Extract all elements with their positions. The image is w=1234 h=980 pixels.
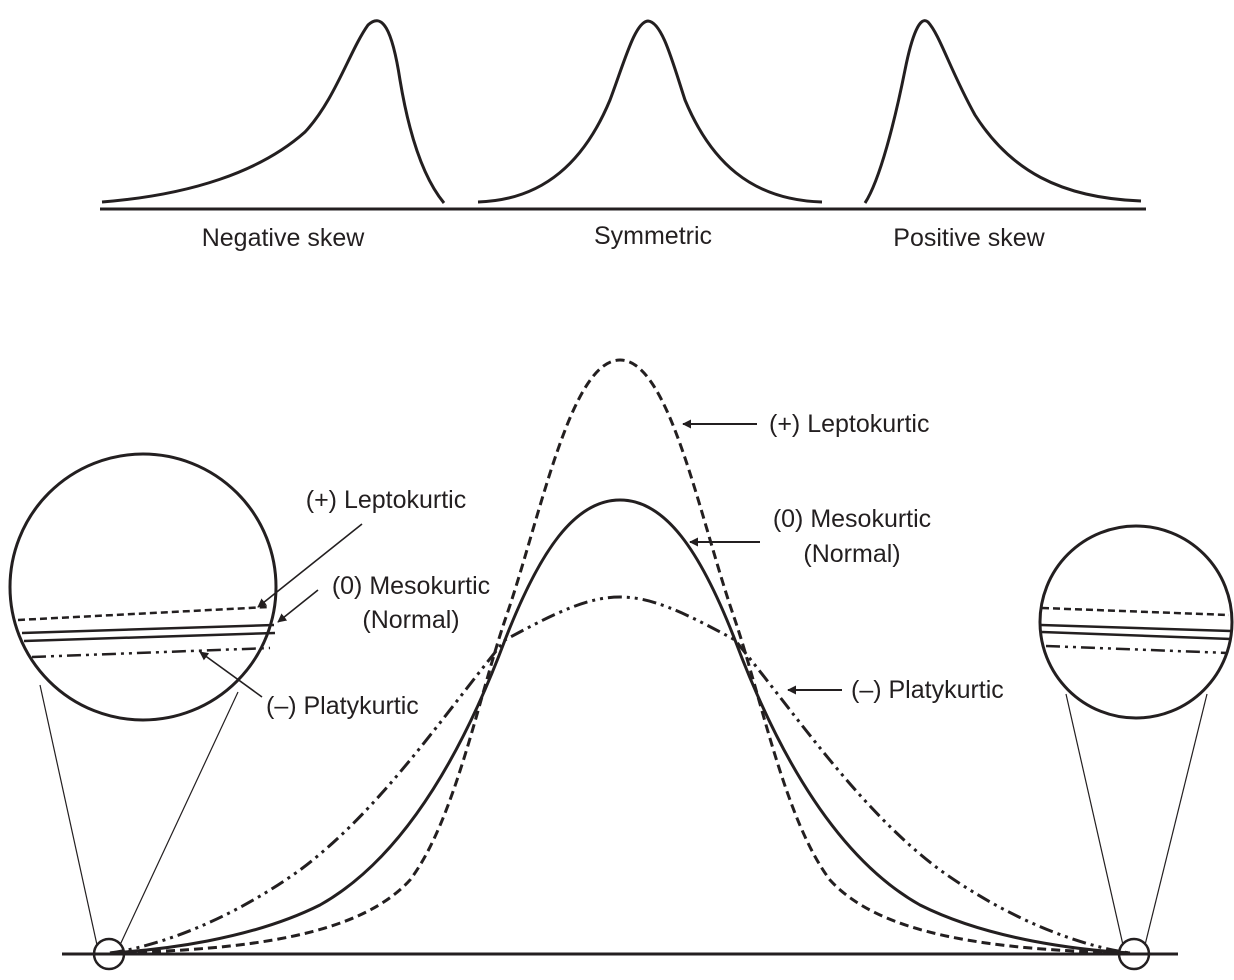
left-inset-connector-2 (119, 691, 239, 946)
left-tail-inset: (+) Leptokurtic (0) Mesokurtic (Normal) … (8, 452, 490, 971)
right-inset-lepto-line (1041, 606, 1230, 617)
positive-skew-curve (863, 19, 1142, 204)
mesokurtic-label-line1: (0) Mesokurtic (773, 505, 931, 533)
left-inset-meso-line-b (23, 631, 276, 643)
left-inset-platy-arrow (199, 651, 263, 698)
platykurtic-label: (–) Platykurtic (851, 676, 1004, 704)
right-inset-meso-line-a (1040, 623, 1232, 633)
left-inset-meso-label-line2: (Normal) (362, 606, 459, 634)
right-inset-connector-1 (1065, 693, 1124, 946)
platykurtic-curve (109, 595, 1131, 955)
right-inset-platy-line (1045, 644, 1229, 655)
left-inset-meso-line-a (21, 623, 275, 635)
left-inset-connector-1 (39, 684, 98, 946)
left-magnifier-circle (8, 452, 278, 722)
left-inset-platy-label: (–) Platykurtic (266, 692, 419, 720)
leptokurtic-curve (109, 358, 1131, 955)
left-inset-lepto-arrow (257, 523, 363, 608)
symmetric-label: Symmetric (594, 222, 712, 250)
negative-skew-label: Negative skew (202, 224, 366, 252)
right-inset-connector-2 (1144, 693, 1208, 946)
right-tail-marker (1117, 937, 1151, 971)
left-tail-marker (92, 937, 126, 971)
left-inset-platy-line (31, 646, 271, 659)
mesokurtic-label-line2: (Normal) (803, 540, 900, 568)
left-inset-meso-arrow (277, 589, 319, 623)
mesokurtic-curve (109, 498, 1131, 955)
left-inset-lepto-line (17, 605, 269, 622)
skewness-panel: Negative skew Symmetric Positive skew (100, 19, 1146, 252)
right-tail-inset (1038, 524, 1234, 971)
left-inset-meso-label-line1: (0) Mesokurtic (332, 572, 490, 600)
positive-skew-label: Positive skew (893, 224, 1045, 252)
right-inset-meso-line-b (1041, 630, 1232, 641)
right-magnifier-circle (1038, 524, 1234, 720)
negative-skew-curve (101, 19, 446, 204)
kurtosis-panel: (+) Leptokurtic (0) Mesokurtic (Normal) … (62, 358, 1178, 956)
leptokurtic-label: (+) Leptokurtic (769, 410, 930, 438)
left-inset-lepto-label: (+) Leptokurtic (306, 486, 467, 514)
symmetric-curve (477, 19, 823, 204)
